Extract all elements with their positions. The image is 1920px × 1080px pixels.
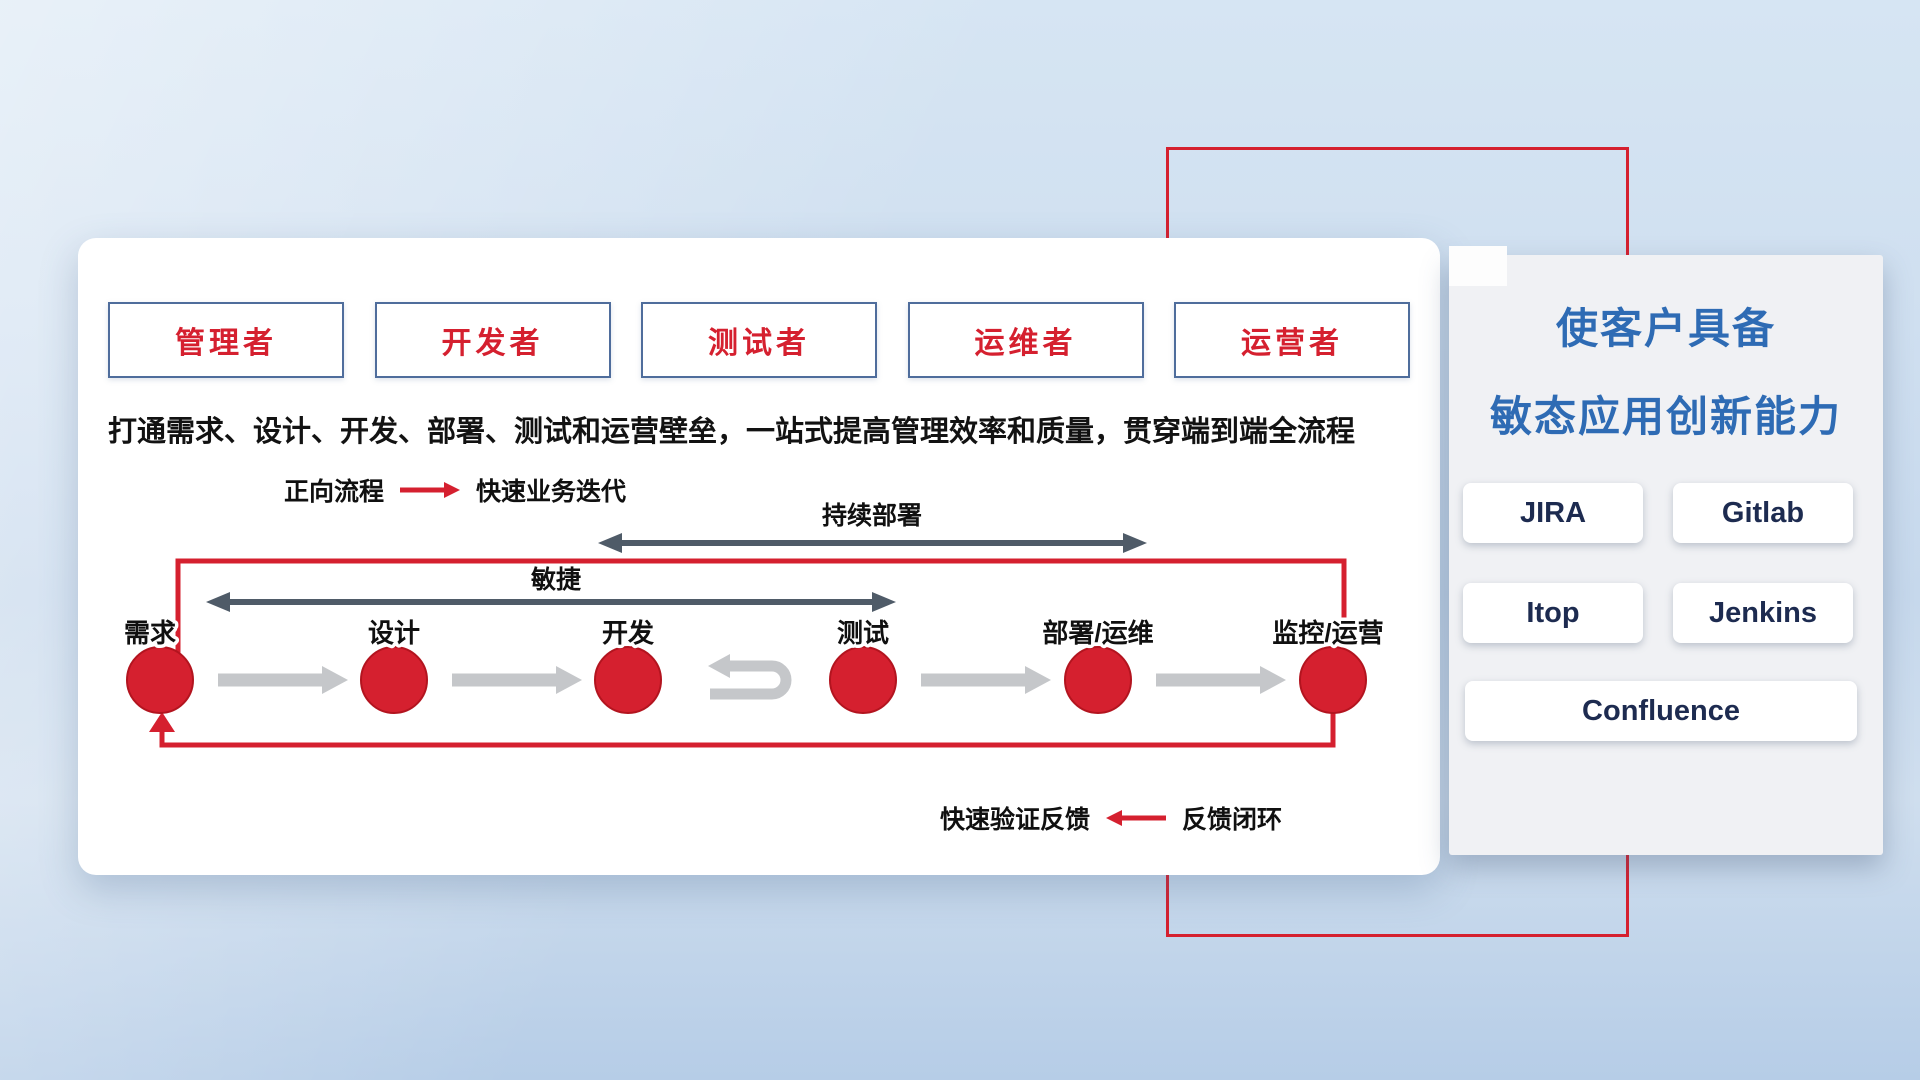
agile-label: 敏捷 [530,565,581,594]
forward-loop-arrowhead [1331,628,1357,648]
role-label: 管理者 [175,327,277,360]
back-arrow-icon [1106,810,1167,826]
role-box-manager: 管理者 [108,302,344,378]
stage-node-develop [594,646,662,714]
stage-node-monitor-operation [1299,646,1367,714]
legend-feedback: 快速验证反馈 反馈闭环 [940,800,1282,836]
forward-arrow-icon [400,482,461,498]
forward-loop-line [175,558,1347,654]
continuous-deploy-label: 持续部署 [822,501,922,530]
panel-title-line1: 使客户具备 [1555,305,1776,352]
panel-corner-decoration [1449,246,1507,286]
feedback-loop-arrowhead [149,712,175,732]
stage-node-deploy-ops [1064,646,1132,714]
legend-forward-desc: 快速业务迭代 [476,478,627,506]
legend-feedback-desc: 反馈闭环 [1182,806,1283,834]
panel-title-line2: 敏态应用创新能力 [1489,393,1842,440]
role-label: 运营者 [1241,327,1343,360]
feedback-loop-line [159,713,1336,748]
roles-row: 管理者 开发者 测试者 运维者 运营者 [108,302,1410,378]
tagline: 打通需求、设计、开发、部署、测试和运营壁垒，一站式提高管理效率和质量，贯穿端到端… [108,416,1356,448]
stage-node-design [360,646,428,714]
agile-span-arrow [206,592,896,612]
tool-chip-confluence: Confluence [1465,681,1857,741]
tool-chip-itop: Itop [1463,583,1643,643]
role-label: 运维者 [974,327,1077,360]
devops-flow-card: 管理者 开发者 测试者 运维者 运营者 打通需求、设计、开发、部署、测试和运营壁… [78,238,1440,875]
step-arrow-design-develop [452,666,582,694]
iteration-loop-icon [708,654,792,700]
stage-label-deploy-ops: 部署/运维 [1042,618,1153,648]
legend-forward: 正向流程 快速业务迭代 [284,472,626,508]
flow-diagram: 持续部署 敏捷 [120,501,1387,748]
tool-chip-jira: JIRA [1463,483,1643,543]
role-box-operator: 运营者 [1174,302,1410,378]
tool-chip-jenkins: Jenkins [1673,583,1853,643]
step-arrow-test-deploy [921,666,1051,694]
role-label: 测试者 [708,327,810,360]
legend-forward-label: 正向流程 [284,478,385,506]
stage-label-requirement: 需求 [124,618,176,648]
legend-feedback-label: 快速验证反馈 [940,806,1091,834]
tools-panel: 使客户具备 敏态应用创新能力 JIRA Gitlab Itop Jenkins … [1449,255,1883,855]
role-box-developer: 开发者 [374,302,611,378]
stage-node-test [829,646,897,714]
step-arrow-requirement-design [218,666,348,694]
role-label: 开发者 [441,327,544,360]
role-box-tester: 测试者 [641,302,877,378]
stage-node-requirement [126,646,194,714]
role-box-ops: 运维者 [907,302,1144,378]
stage-label-develop: 开发 [602,618,654,648]
stage-label-test: 测试 [837,618,889,648]
step-arrow-deploy-monitor [1156,666,1286,694]
continuous-deploy-span-arrow [598,533,1147,553]
tool-chip-gitlab: Gitlab [1673,483,1853,543]
stage-label-design: 设计 [368,618,420,648]
stage-label-monitor-operation: 监控/运营 [1272,618,1383,648]
